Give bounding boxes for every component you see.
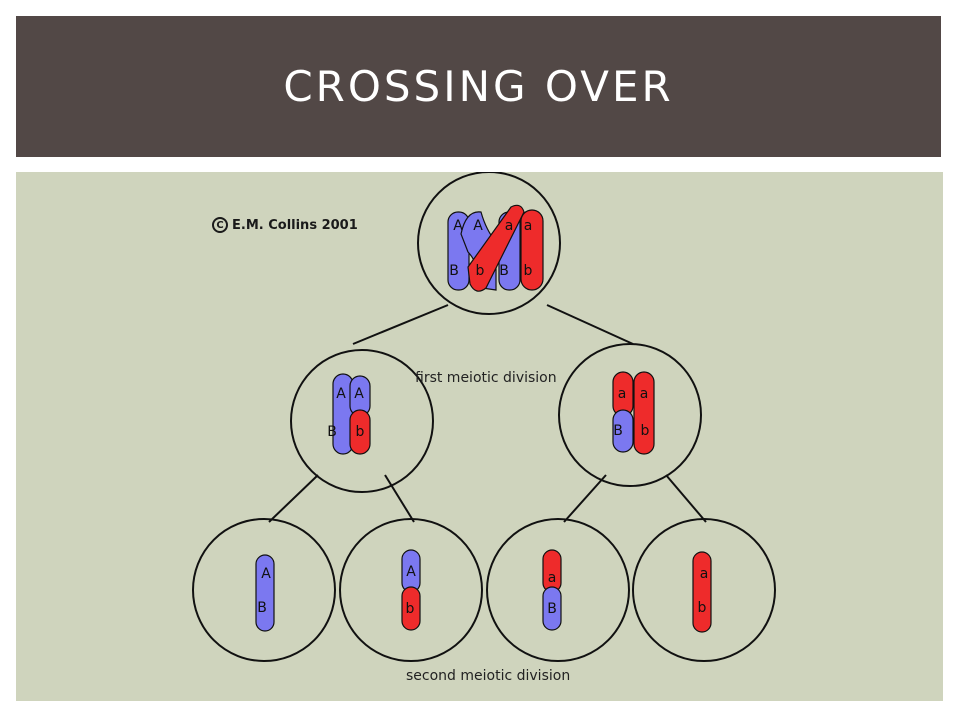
allele-label: b	[356, 424, 365, 440]
allele-label: B	[449, 263, 459, 279]
chromosome-s4	[692, 551, 712, 633]
chromosome-parent-4	[520, 209, 544, 291]
chromosome-fl-2-bottom	[349, 409, 371, 455]
cell-first-right	[558, 343, 702, 487]
allele-label: a	[524, 218, 533, 234]
allele-label: a	[640, 386, 649, 402]
first-division-label: first meiotic division	[415, 370, 557, 386]
cell-second-2	[339, 518, 483, 662]
allele-label: B	[613, 423, 623, 439]
parent-cell	[417, 172, 561, 315]
slide-title: CROSSING OVER	[283, 62, 674, 111]
allele-label: b	[524, 263, 533, 279]
meiosis-diagram: A A a a B b B b A A B b a a B b A B A b …	[16, 172, 943, 701]
second-division-label: second meiotic division	[406, 668, 571, 684]
copyright-notice: C E.M. Collins 2001	[212, 217, 358, 233]
allele-label: a	[700, 566, 709, 582]
title-band: CROSSING OVER	[16, 16, 941, 157]
cell-second-1	[192, 518, 336, 662]
line-l-ll	[268, 474, 319, 523]
allele-label: A	[336, 386, 346, 402]
line-r-rl	[563, 474, 607, 523]
cell-second-3	[486, 518, 630, 662]
allele-label: a	[548, 570, 557, 586]
allele-label: b	[698, 600, 707, 616]
allele-label: b	[641, 423, 650, 439]
meiosis-diagram-svg: A A a a B b B b A A B b a a B b A B A b …	[192, 172, 776, 662]
allele-label: B	[327, 424, 337, 440]
chromosome-parent-2-red	[467, 204, 525, 292]
chromosome-s1	[255, 554, 275, 632]
chromosome-fr-1-bottom	[612, 409, 634, 453]
allele-label: A	[406, 564, 416, 580]
allele-label: b	[476, 263, 485, 279]
chromosome-fr-2	[633, 371, 655, 455]
cell-first-left	[290, 349, 434, 493]
allele-label: B	[547, 601, 557, 617]
chromosome-s2-bottom	[401, 586, 421, 631]
allele-label: B	[257, 600, 267, 616]
allele-label: B	[499, 263, 509, 279]
line-top-left	[352, 304, 449, 345]
cell-second-4	[632, 518, 776, 662]
allele-label: b	[406, 601, 415, 617]
allele-label: A	[473, 218, 483, 234]
line-top-right	[546, 304, 634, 345]
allele-label: A	[453, 218, 463, 234]
copyright-icon: C	[212, 217, 228, 233]
division-lines	[268, 304, 707, 523]
line-r-rr	[665, 474, 707, 523]
allele-label: a	[505, 218, 514, 234]
chromosome-s3-bottom	[542, 586, 562, 631]
allele-label: A	[261, 566, 271, 582]
allele-label: A	[354, 386, 364, 402]
copyright-text: E.M. Collins 2001	[232, 217, 358, 233]
line-l-lr	[384, 474, 415, 523]
allele-label: a	[618, 386, 627, 402]
